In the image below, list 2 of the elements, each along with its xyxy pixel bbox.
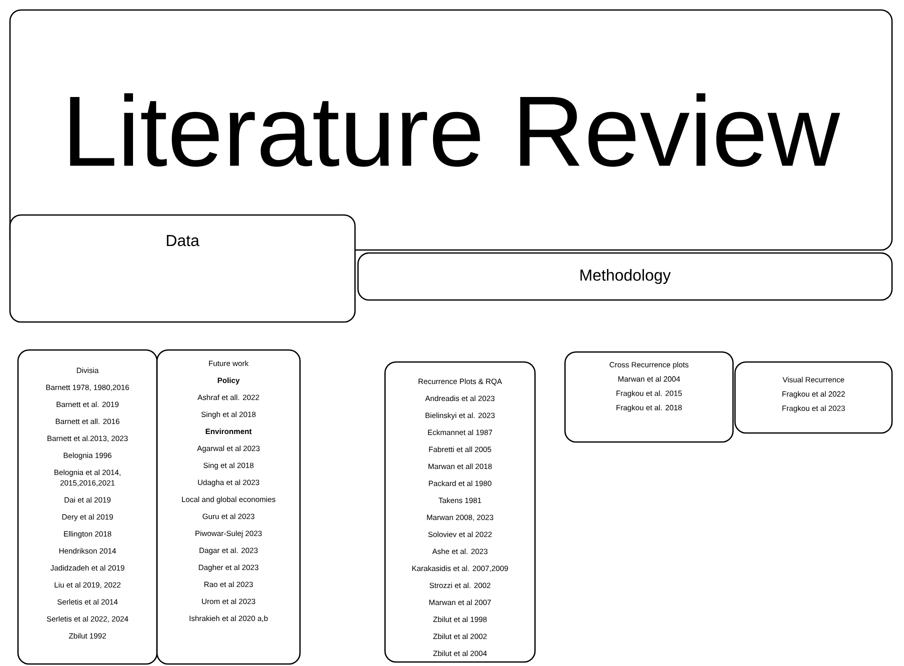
- section-box: Data: [9, 214, 356, 323]
- section-box: Methodology: [357, 252, 893, 301]
